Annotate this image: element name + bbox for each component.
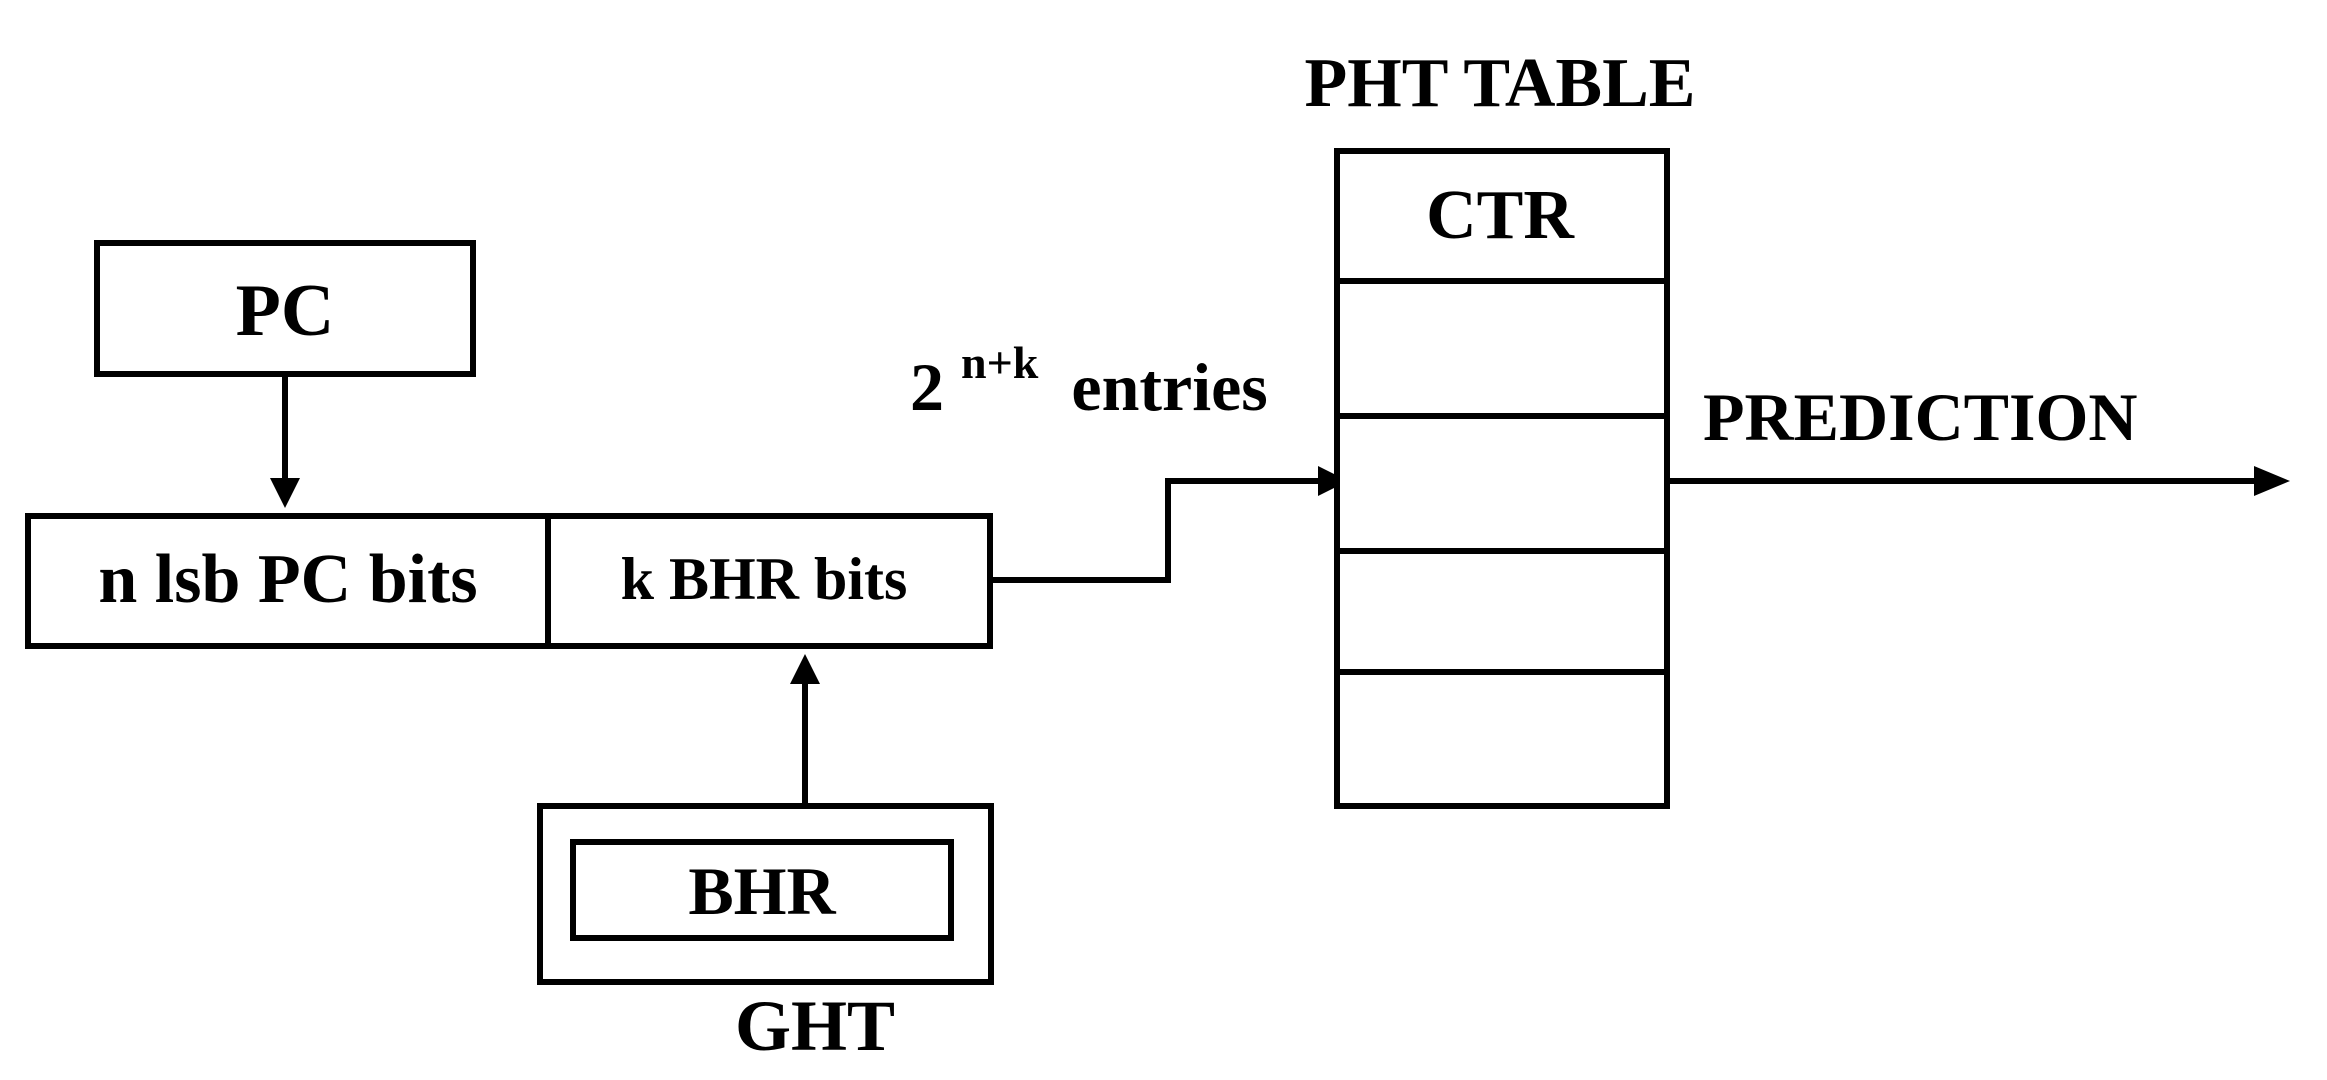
pc-bits-label: n lsb PC bits [98,541,477,618]
pht-box [1334,148,1670,809]
pc-label: PC [236,270,335,352]
bhr-box [570,839,954,941]
entries-text: entries [1071,349,1267,425]
entries-exponent: n+k [961,337,1039,388]
pc-to-index-arrow [270,374,300,508]
ctr-label: CTR [1426,177,1575,254]
pc-block: PC [94,240,476,377]
ght-label: GHT [735,986,895,1066]
entries-base: 2 [910,349,944,425]
index-register: n lsb PC bits k BHR bits [25,513,993,649]
bhr-bits-label: k BHR bits [621,546,908,612]
prediction-output: PREDICTION [1667,379,2290,496]
pht-table: PHT TABLE CTR [1305,45,1696,809]
entries-label: 2 n+k entries [910,317,1268,425]
index-to-pht-arrow [990,466,1348,583]
bhr-label: BHR [688,853,836,929]
prediction-label: PREDICTION [1703,379,2138,455]
pht-title: PHT TABLE [1305,45,1696,122]
prediction-arrowhead [2254,466,2290,496]
index-register-box [25,513,993,649]
pc-box [94,240,476,377]
ght-block: BHR GHT [537,803,994,1066]
ght-to-index-arrow [790,654,820,806]
